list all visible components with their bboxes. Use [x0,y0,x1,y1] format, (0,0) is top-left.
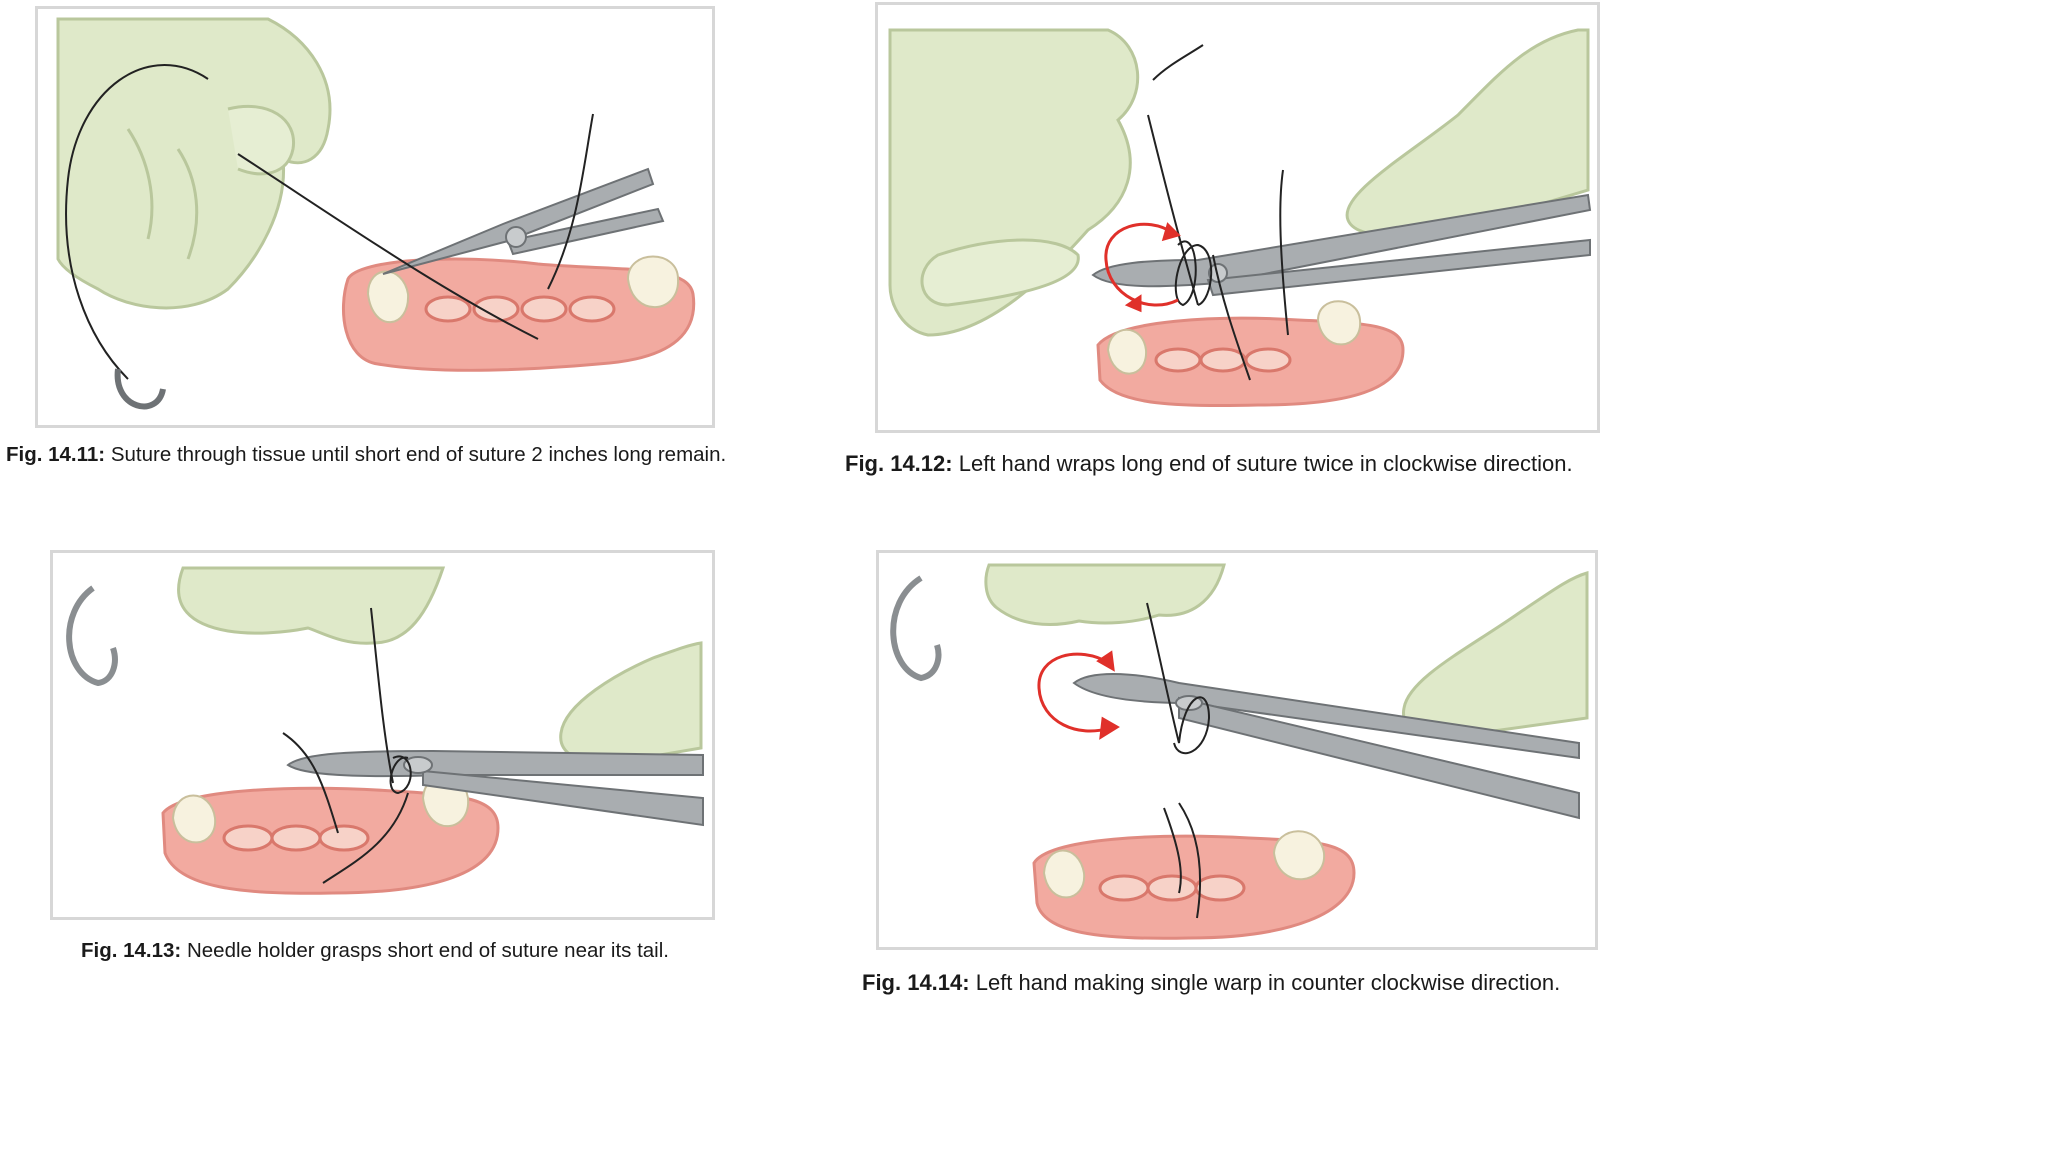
figure-14-12-illustration [875,2,1600,433]
needle-holder-icon [1072,673,1580,820]
suture-thread [1146,602,1211,919]
suture-thread [1147,44,1289,381]
figure-label: Fig. 14.12: [845,451,953,476]
rotation-arrow-icon [1037,650,1120,740]
figure-14-14-caption: Fig. 14.14: Left hand making single warp… [862,969,1560,997]
teeth-gum-model-icon [161,774,500,895]
suture-thread [282,607,412,884]
figure-14-11-illustration [35,6,715,428]
figure-14-11-caption: Fig. 14.11: Suture through tissue until … [6,441,726,469]
gloved-hand-icon [888,28,1140,337]
teeth-gum-model-icon [1096,300,1405,408]
figure-text: Needle holder grasps short end of suture… [186,939,669,962]
figure-label: Fig. 14.11: [6,443,106,466]
figure-14-13-caption: Fig. 14.13: Needle holder grasps short e… [81,937,669,965]
figure-label: Fig. 14.14: [862,970,970,995]
figure-14-14-illustration [876,550,1598,950]
figure-label: Fig. 14.13: [81,939,182,962]
teeth-gum-model-icon [1032,830,1356,940]
teeth-gum-model-icon [341,255,696,372]
figure-text: Suture through tissue until short end of… [110,443,727,466]
figure-14-13-illustration [50,550,715,920]
rotation-arrow-icon [1104,222,1181,313]
suture-thread [65,64,594,380]
gloved-hand-icon [56,17,332,310]
gloved-hand-icon [984,563,1589,737]
curved-needle-icon [66,585,118,687]
needle-holder-icon [1091,193,1592,297]
needle-holder-icon [382,167,665,275]
curved-needle-icon [890,575,942,682]
figure-text: Left hand making single warp in counter … [975,970,1561,995]
figure-text: Left hand wraps long end of suture twice… [958,451,1573,476]
figure-14-12-caption: Fig. 14.12: Left hand wraps long end of … [845,450,1573,478]
gloved-hand-icon [177,566,703,765]
curved-needle-icon [114,368,166,410]
